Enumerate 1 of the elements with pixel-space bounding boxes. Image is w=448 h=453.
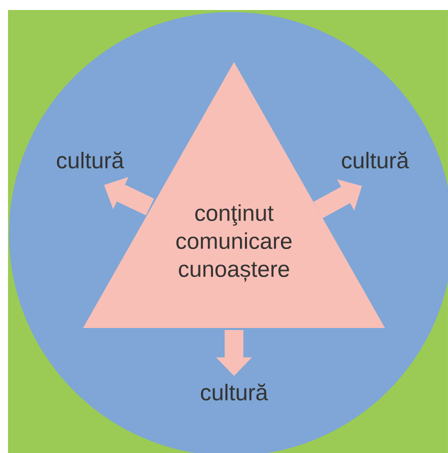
label: cultură (200, 384, 268, 400)
